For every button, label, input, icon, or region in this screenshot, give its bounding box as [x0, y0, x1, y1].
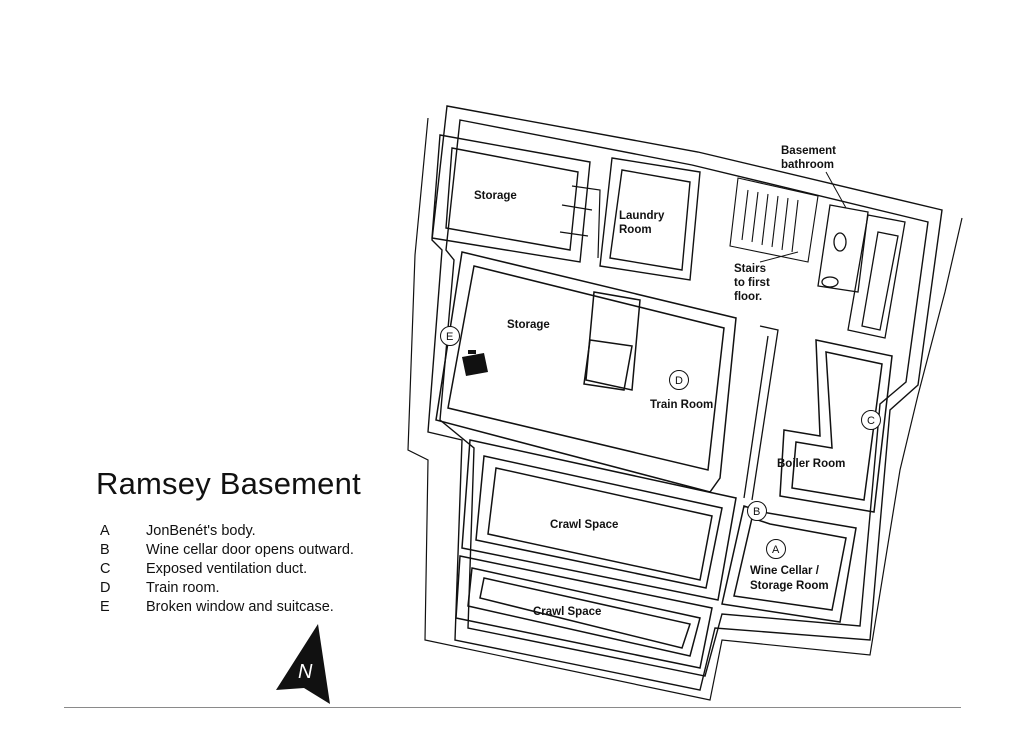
label-crawl-space-1: Crawl Space [550, 519, 618, 531]
exterior-wall [427, 105, 943, 691]
crawl-space-2-walls [455, 555, 713, 669]
label-train-room: Train Room [650, 399, 713, 411]
legend-key: E [100, 599, 110, 615]
legend-item-a: A JonBenét's body. [100, 523, 354, 542]
legend-key: A [100, 523, 110, 539]
east-corridor [847, 214, 906, 339]
marker-b: B [747, 501, 767, 521]
north-arrow-icon: N [276, 624, 330, 704]
label-laundry-line-1: Laundry [619, 210, 665, 222]
label-wine-cellar-line-1: Wine Cellar / [750, 565, 820, 577]
label-boiler-room: Boiler Room [777, 458, 845, 470]
diagram-title: Ramsey Basement [96, 466, 361, 501]
train-room-east-wall [743, 325, 779, 501]
marker-e: E [440, 326, 460, 346]
legend-text: JonBenét's body. [146, 523, 256, 539]
legend-item-b: B Wine cellar door opens outward. [100, 542, 354, 561]
laundry-walls [599, 157, 701, 281]
label-storage-north: Storage [474, 190, 517, 202]
label-crawl-space-2: Crawl Space [533, 606, 601, 618]
bathroom-walls [817, 204, 869, 293]
legend-text: Broken window and suitcase. [146, 599, 334, 615]
marker-c: C [861, 410, 881, 430]
marker-a: A [766, 539, 786, 559]
bathroom-pointer [825, 171, 847, 209]
label-stairs-line-1: Stairs [734, 263, 766, 275]
boiler-room-walls [779, 339, 893, 513]
legend-text: Train room. [146, 580, 220, 596]
legend-key: B [100, 542, 110, 558]
label-bathroom-line-1: Basement [781, 145, 836, 157]
marker-d-letter: D [675, 375, 683, 387]
legend-item-c: C Exposed ventilation duct. [100, 561, 354, 580]
marker-d: D [669, 370, 689, 390]
label-stairs-line-2: to first [734, 277, 770, 289]
marker-a-letter: A [772, 544, 780, 556]
legend-key: D [100, 580, 111, 596]
marker-e-letter: E [446, 331, 453, 343]
bottom-rule [64, 707, 961, 708]
stairs-pointer [759, 251, 799, 263]
closet-walls [559, 185, 601, 259]
suitcase-icon [462, 350, 488, 376]
legend-text: Wine cellar door opens outward. [146, 542, 354, 558]
legend-key: C [100, 561, 111, 577]
marker-b-letter: B [753, 506, 760, 518]
train-room-walls [435, 251, 737, 493]
legend-item-e: E Broken window and suitcase. [100, 599, 354, 618]
outer-footprint [407, 117, 963, 701]
label-bathroom-line-2: bathroom [781, 159, 834, 171]
label-storage-main: Storage [507, 319, 550, 331]
legend-text: Exposed ventilation duct. [146, 561, 308, 577]
label-laundry-line-2: Room [619, 224, 652, 236]
wine-cellar-walls [721, 505, 857, 623]
storage-north-walls [431, 134, 591, 263]
north-arrow-letter: N [298, 661, 313, 683]
marker-c-letter: C [867, 415, 875, 427]
legend: A JonBenét's body. B Wine cellar door open… [100, 523, 354, 618]
legend-item-d: D Train room. [100, 580, 354, 599]
crawl-space-1-walls [461, 439, 737, 601]
stairs [729, 177, 819, 263]
label-stairs-line-3: floor. [734, 291, 762, 303]
label-wine-cellar-line-2: Storage Room [750, 580, 829, 592]
